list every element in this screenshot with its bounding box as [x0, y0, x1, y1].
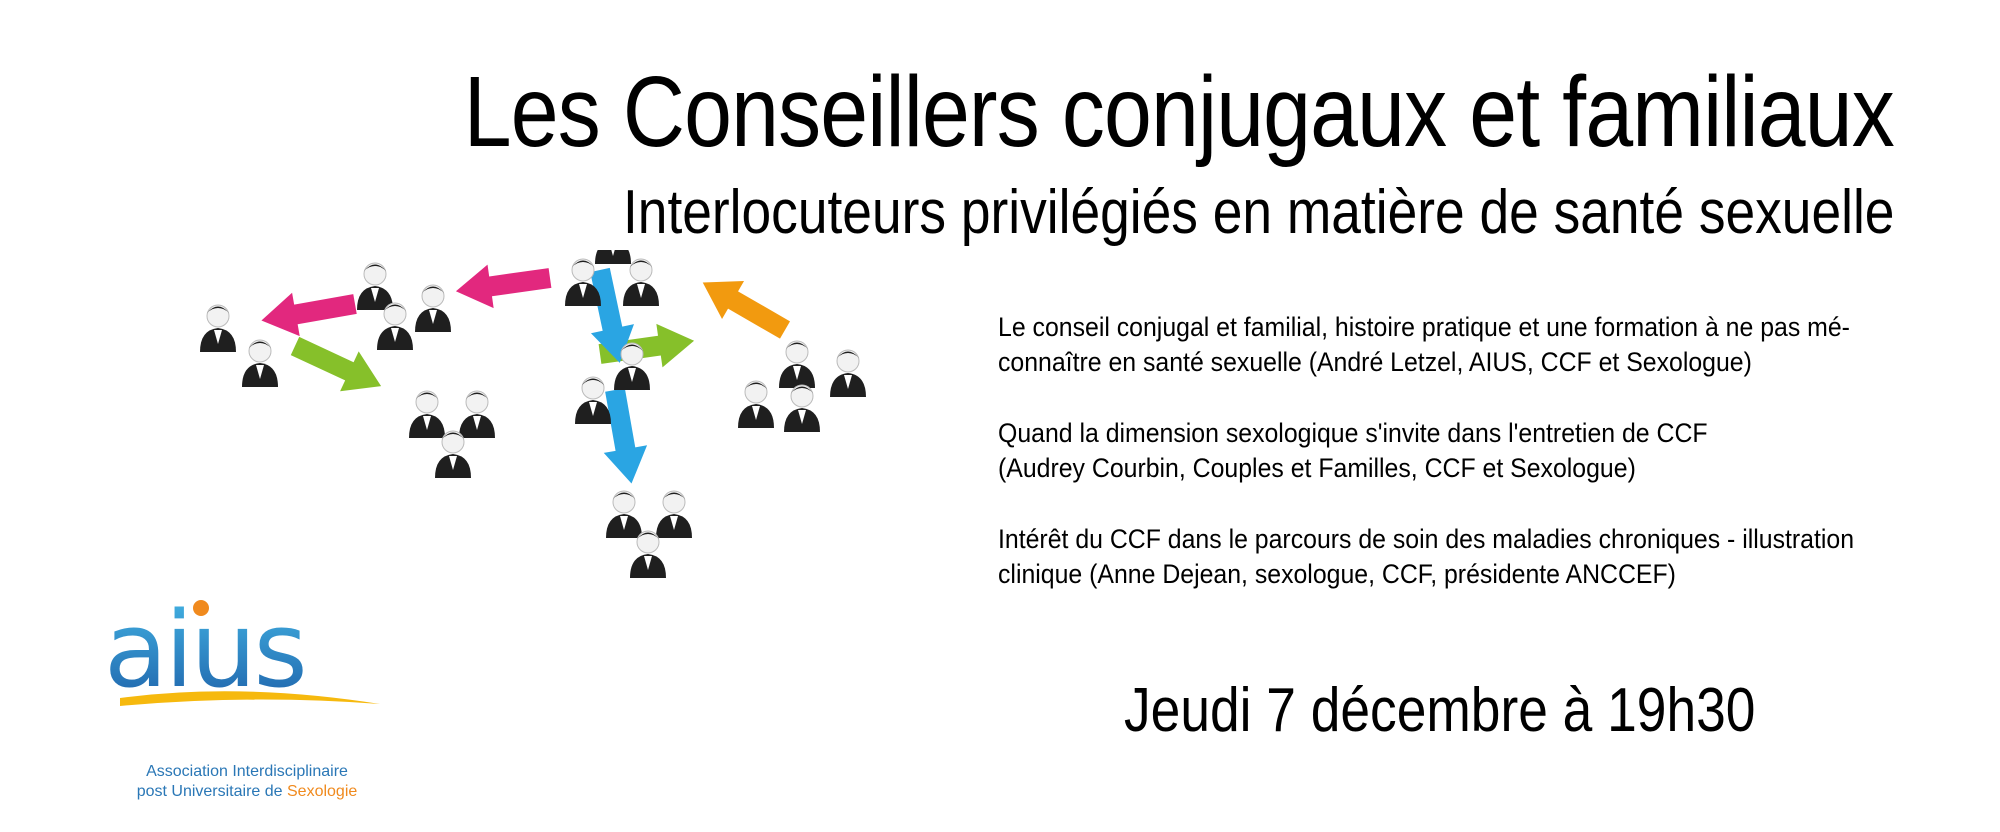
person-icon: [199, 250, 867, 579]
talk-line: Le conseil conjugal et familial, histoir…: [998, 312, 1850, 342]
aius-logo: aius: [104, 590, 380, 711]
talk-item: Intérêt du CCF dans le parcours de soin …: [998, 522, 1936, 592]
talk-item: Le conseil conjugal et familial, histoir…: [998, 310, 1936, 380]
talk-line: Quand la dimension sexologique s'invite …: [998, 418, 1708, 448]
arrow-pink-icon: [257, 256, 554, 343]
arrow-orange-icon: [691, 263, 796, 350]
talk-line: clinique (Anne Dejean, sexologue, CCF, p…: [998, 559, 1676, 589]
talk-line: (Audrey Courbin, Couples et Familles, CC…: [998, 453, 1636, 483]
talk-line: Intérêt du CCF dans le parcours de soin …: [998, 524, 1855, 554]
event-date: Jeudi 7 décembre à 19h30: [1124, 676, 1756, 745]
page-subtitle: Interlocuteurs privilégiés en matière de…: [622, 178, 1894, 247]
logo-caption-line: Association Interdisciplinaire: [146, 763, 348, 780]
talk-line: connaître en santé sexuelle (André Letze…: [998, 347, 1752, 377]
talk-list: Le conseil conjugal et familial, histoir…: [998, 310, 1938, 628]
logo-caption-prefix: post Universitaire de: [136, 783, 287, 800]
talk-item: Quand la dimension sexologique s'invite …: [998, 416, 1936, 486]
page-title: Les Conseillers conjugaux et familiaux: [463, 56, 1895, 168]
logo-caption-highlight: Sexologie: [287, 783, 358, 800]
logo-caption: Association Interdisciplinaire post Univ…: [104, 762, 390, 802]
logo-caption-line: post Universitaire de Sexologie: [104, 782, 390, 802]
